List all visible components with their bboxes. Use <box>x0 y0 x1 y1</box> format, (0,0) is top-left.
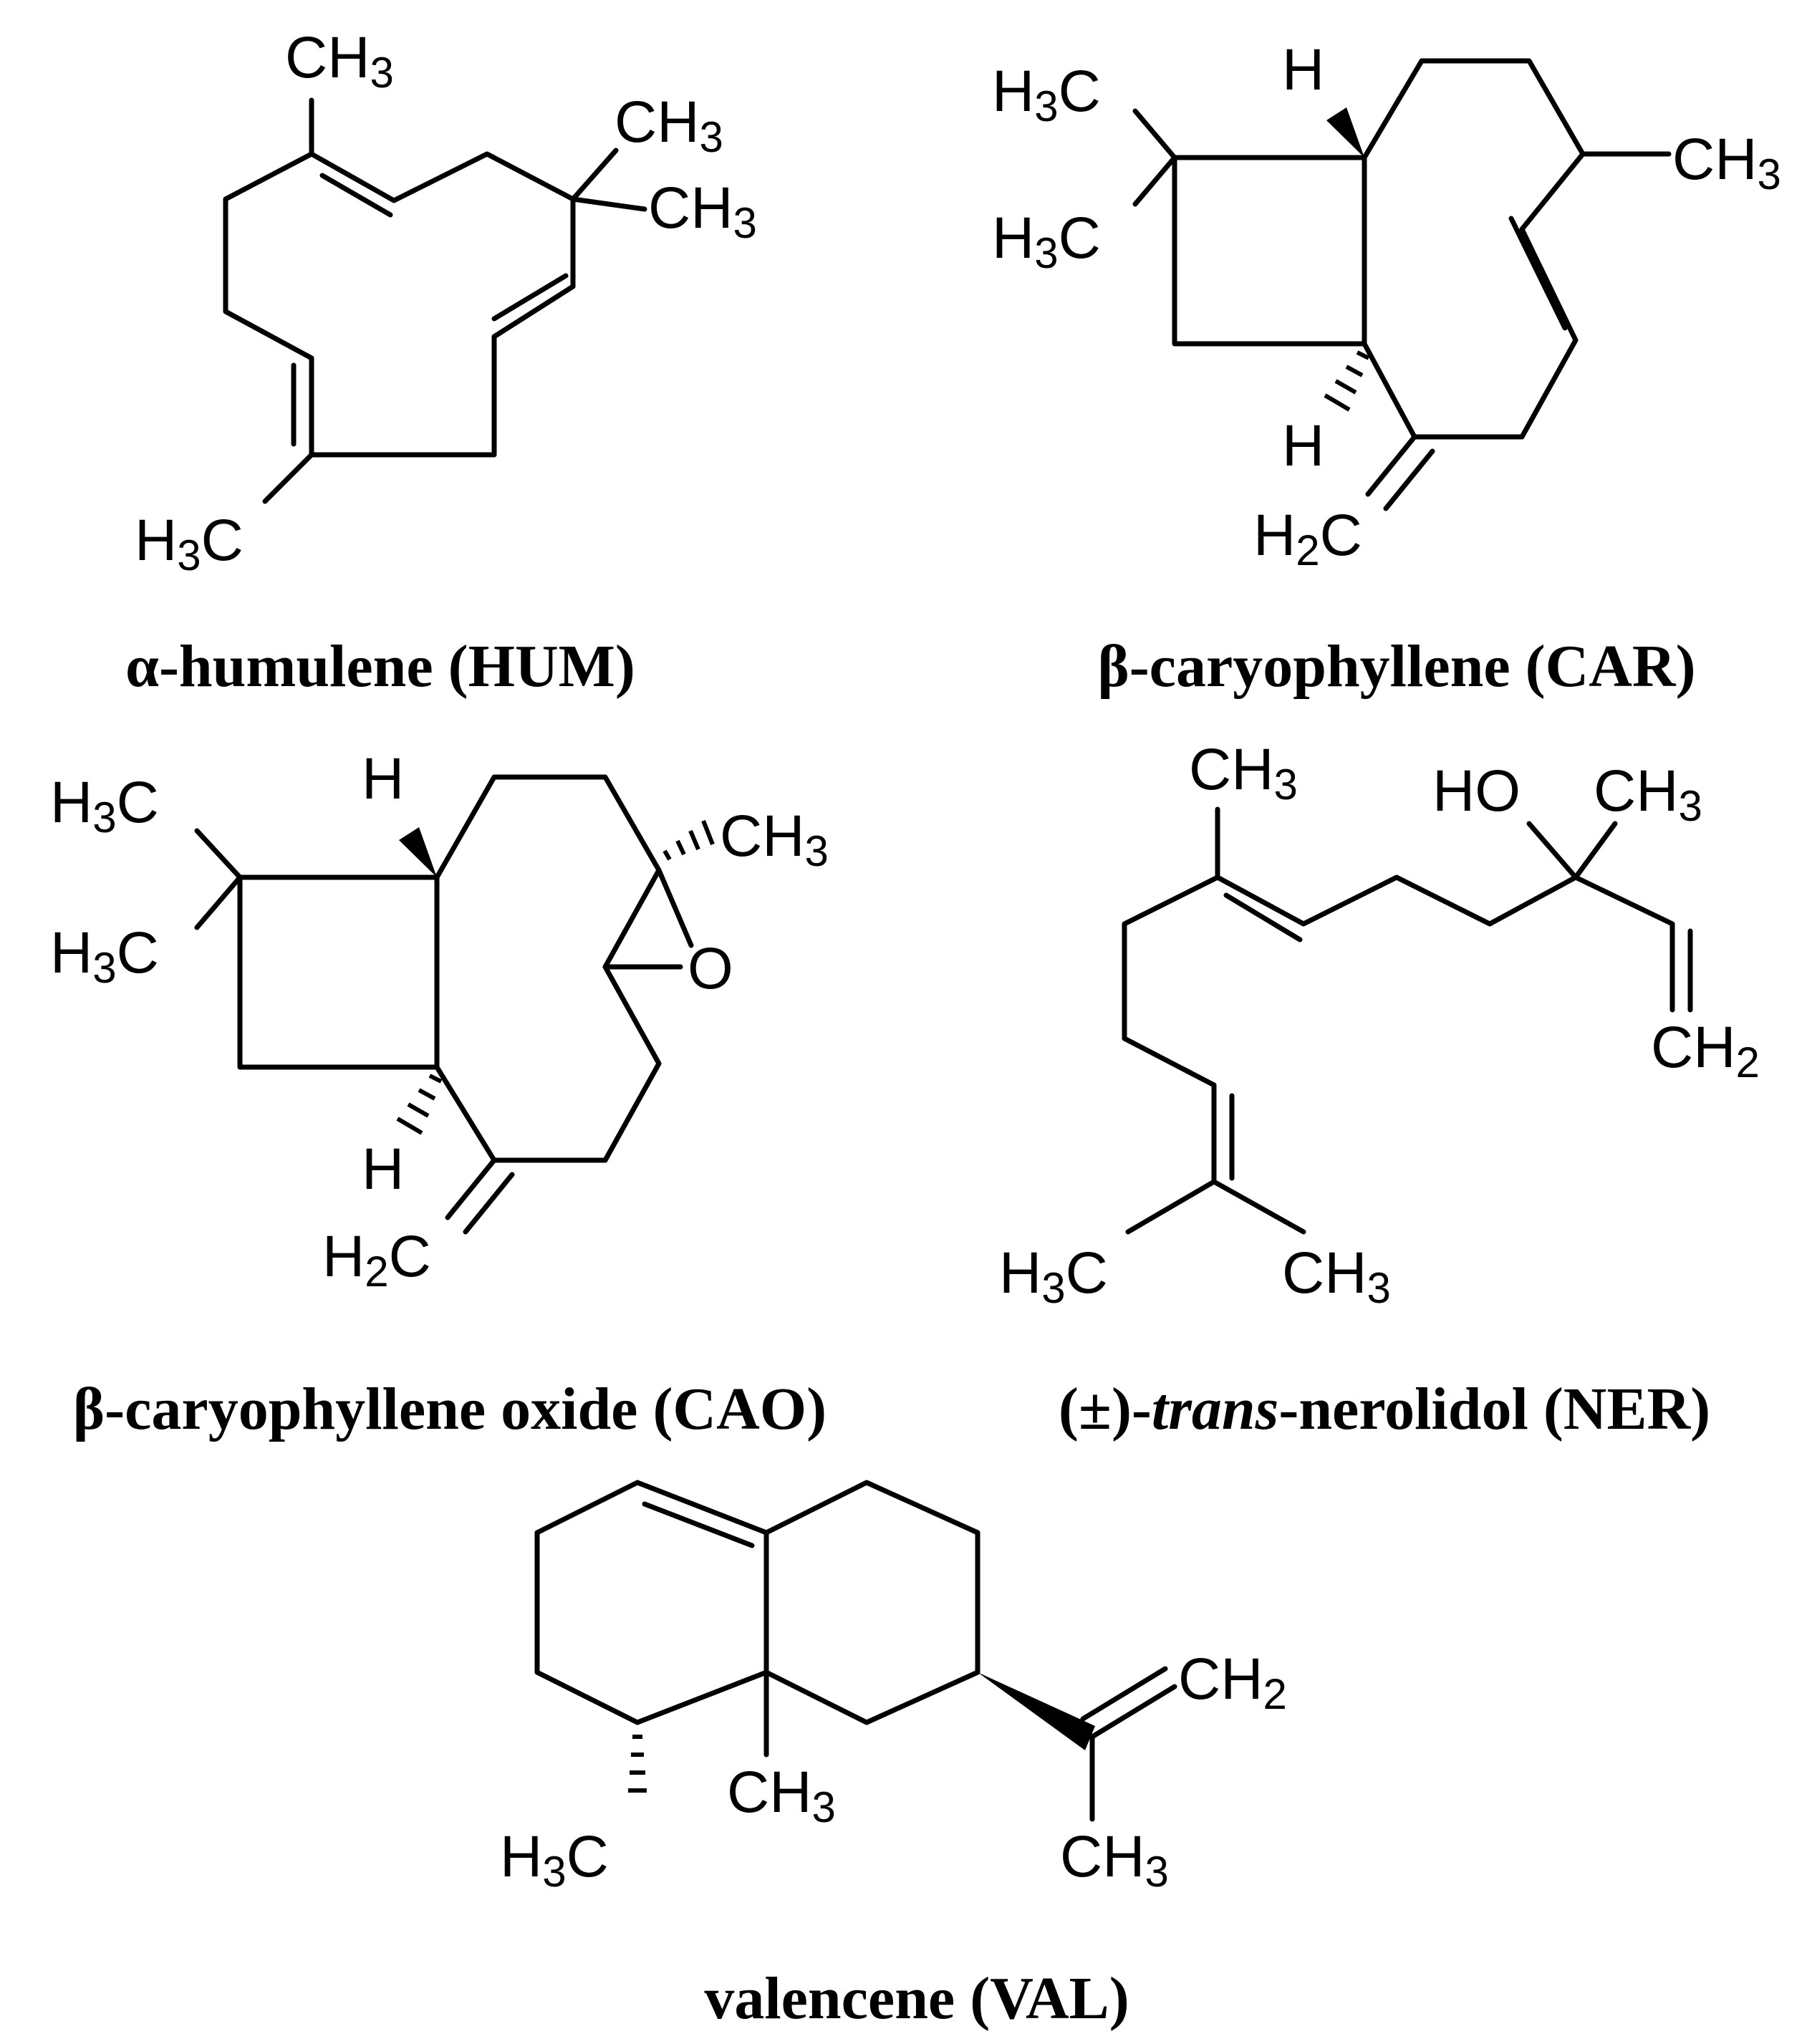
caryophyllene-oxide-h3c-lower-label: H3C <box>50 920 159 992</box>
caryophyllene-oxide-o-label: O <box>688 936 733 1001</box>
caryophyllene-ch3-label: CH3 <box>1672 127 1781 198</box>
humulene-ch3-top-label: CH3 <box>285 25 394 97</box>
nerolidol-name: (±)-trans-nerolidol (NER) <box>1059 1376 1710 1442</box>
valencene-ch3-bottom-label: CH3 <box>1060 1824 1169 1896</box>
caryophyllene-name: β-caryophyllene (CAR) <box>1097 633 1695 700</box>
caryophyllene-oxide-structure: H3C H3C H CH3 O H H2C β-caryophyllene ox… <box>50 746 829 1442</box>
valencene-ch2-label: CH2 <box>1178 1647 1287 1718</box>
caryophyllene-oxide-name: β-caryophyllene oxide (CAO) <box>73 1376 827 1442</box>
caryophyllene-oxide-hashed-bond-h <box>396 1074 443 1135</box>
caryophyllene-h2c-label: H2C <box>1253 503 1362 574</box>
caryophyllene-hashed-bond <box>1324 350 1370 412</box>
caryophyllene-h-top-label: H <box>1282 37 1324 102</box>
valencene-structure: CH2 CH3 H3C CH3 valencene (VAL) <box>500 1480 1287 2032</box>
humulene-name: α-humulene (HUM) <box>125 633 635 700</box>
humulene-ch3-gem-lower-label: CH3 <box>648 175 757 247</box>
caryophyllene-oxide-h-bottom-label: H <box>362 1137 404 1202</box>
nerolidol-ch3-top-label: CH3 <box>1189 737 1298 809</box>
caryophyllene-h-bottom-label: H <box>1282 413 1324 478</box>
caryophyllene-oxide-hashed-bond-ch3 <box>662 819 715 861</box>
caryophyllene-oxide-h2c-label: H2C <box>322 1224 431 1296</box>
caryophyllene-structure: H3C H3C H CH3 H H2C β-caryophyllene (CAR… <box>992 37 1781 700</box>
nerolidol-structure: CH3 HO CH3 CH2 H3C CH3 (±)-trans-nerolid… <box>999 737 1760 1442</box>
humulene-structure: CH3 CH3 CH3 H3C α-humulene (HUM) <box>125 25 757 700</box>
nerolidol-ho-label: HO <box>1432 758 1521 824</box>
nerolidol-ch2-label: CH2 <box>1651 1015 1760 1086</box>
humulene-ch3-gem-upper-label: CH3 <box>615 90 723 161</box>
caryophyllene-h3c-lower-label: H3C <box>992 206 1101 277</box>
valencene-h3c-label: H3C <box>500 1824 609 1896</box>
valencene-hashed-bond <box>628 1735 647 1793</box>
caryophyllene-oxide-ch3-label: CH3 <box>720 804 829 875</box>
caryophyllene-oxide-h-top-label: H <box>362 746 404 811</box>
nerolidol-ch3-bottom-label: CH3 <box>1282 1240 1391 1312</box>
caryophyllene-h3c-upper-label: H3C <box>992 59 1101 130</box>
valencene-name: valencene (VAL) <box>704 1965 1129 2032</box>
caryophyllene-oxide-h3c-upper-label: H3C <box>50 770 159 842</box>
humulene-h3c-label: H3C <box>135 508 244 579</box>
valencene-ch3-center-label: CH3 <box>727 1760 836 1831</box>
nerolidol-ch3-right-label: CH3 <box>1594 758 1702 830</box>
nerolidol-h3c-label: H3C <box>999 1240 1108 1312</box>
